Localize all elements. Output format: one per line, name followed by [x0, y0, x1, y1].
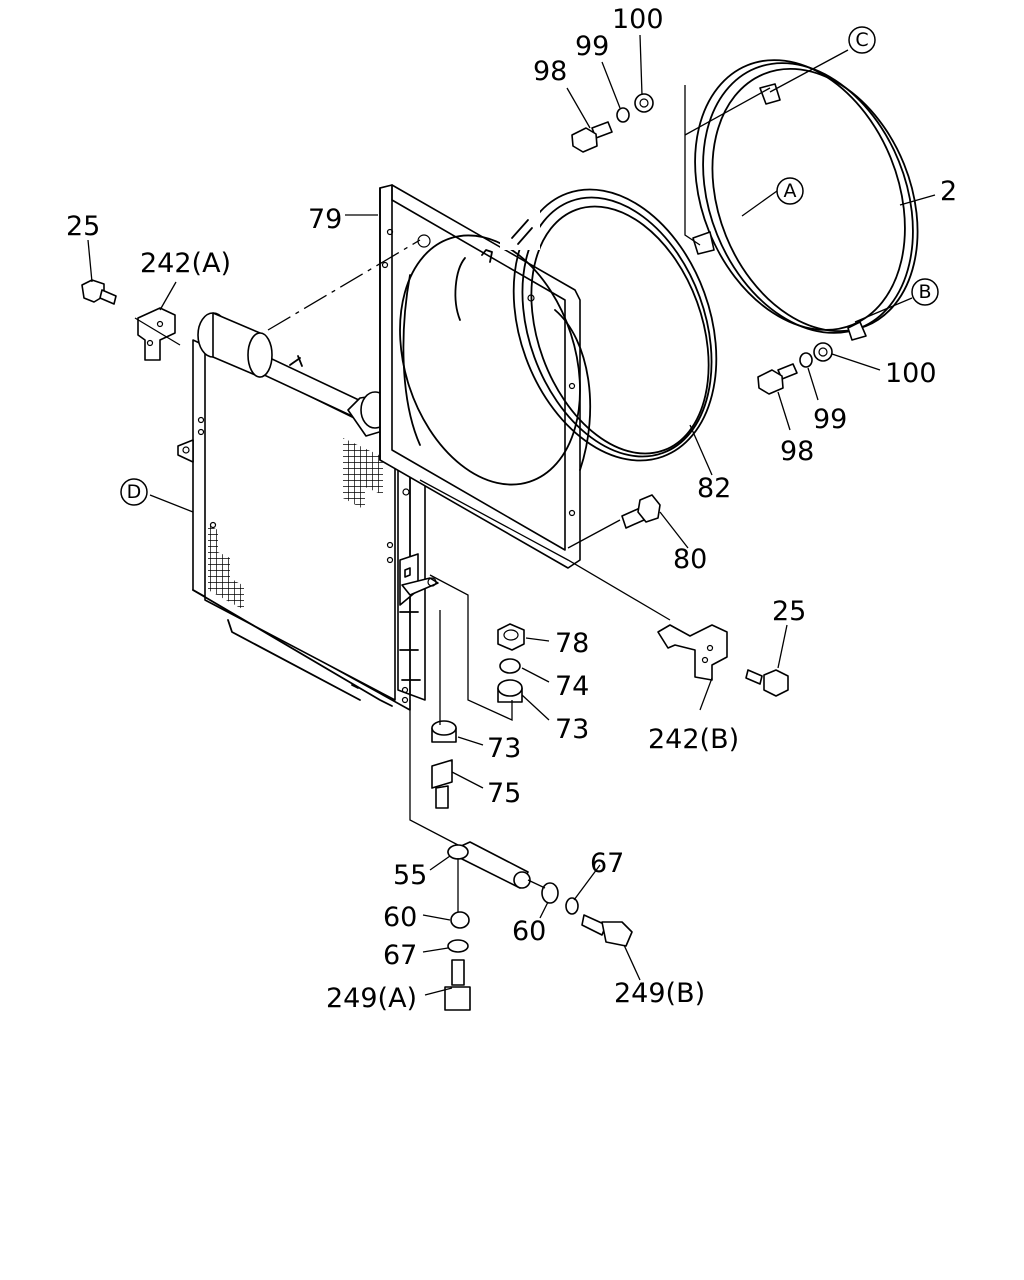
callout-67-left: 67 [383, 940, 417, 971]
callout-60-left: 60 [383, 902, 417, 933]
assembly-lines [134, 85, 771, 912]
ref-d: D [120, 478, 148, 506]
callout-2: 2 [940, 176, 957, 207]
callout-60-right: 60 [512, 916, 546, 947]
callout-75: 75 [487, 778, 521, 809]
callout-74: 74 [555, 671, 589, 702]
shroud-ring [500, 188, 718, 462]
bolt-80 [621, 494, 661, 529]
callout-79: 79 [308, 204, 342, 235]
callout-98-right: 98 [780, 436, 814, 467]
hose-55 [447, 841, 531, 889]
ref-a: A [776, 177, 804, 205]
bushing-73-left [431, 720, 457, 743]
nut-78 [497, 623, 525, 651]
callout-242a: 242(A) [140, 248, 231, 279]
bracket-242b [657, 624, 728, 681]
callout-80: 80 [673, 544, 707, 575]
washer-60-right [541, 882, 559, 904]
bolt-25-left [81, 279, 117, 305]
washer-99-top [616, 107, 630, 123]
outer-ring [692, 59, 919, 341]
nut-100-right [813, 342, 833, 362]
bolt-249b [581, 914, 633, 947]
ref-b-label: B [918, 281, 931, 303]
bolt-98-top [571, 121, 613, 153]
callout-82: 82 [697, 473, 731, 504]
callout-98-top: 98 [533, 56, 567, 87]
ref-c-label: C [855, 29, 868, 51]
callout-99-top: 99 [575, 31, 609, 62]
fan-shroud [379, 184, 592, 569]
washer-99-right [799, 352, 813, 368]
bolt-249a [444, 959, 471, 1011]
callout-249a: 249(A) [326, 983, 417, 1014]
ref-d-label: D [127, 481, 142, 503]
callout-labels: 25 242(A) 79 98 99 100 2 100 99 98 82 80… [66, 4, 957, 1014]
callout-25-left: 25 [66, 211, 100, 242]
callout-249b: 249(B) [614, 978, 705, 1009]
radiator [177, 312, 439, 711]
nut-100-top [634, 93, 654, 113]
ref-b: B [911, 278, 939, 306]
callout-78: 78 [555, 628, 589, 659]
washer-60-left [450, 911, 470, 929]
leader-lines [87, 34, 936, 996]
bolt-98-right [757, 363, 798, 395]
callout-73-right: 73 [555, 714, 589, 745]
fitting-75 [431, 759, 453, 809]
callout-100-right: 100 [885, 358, 937, 389]
bushing-73-right [497, 679, 523, 703]
ref-a-label: A [784, 180, 797, 202]
washer-67-left [447, 939, 469, 953]
callout-25-right: 25 [772, 596, 806, 627]
callout-73-left: 73 [487, 733, 521, 764]
washer-67-right [565, 897, 579, 915]
callout-99-right: 99 [813, 404, 847, 435]
ref-c: C [848, 26, 876, 54]
callout-242b: 242(B) [648, 724, 739, 755]
callout-67-right: 67 [590, 848, 624, 879]
callout-100-top: 100 [612, 4, 664, 35]
callout-55: 55 [393, 860, 427, 891]
bracket-242a [137, 307, 176, 361]
bolt-25-right [745, 669, 789, 697]
washer-74 [499, 658, 521, 674]
